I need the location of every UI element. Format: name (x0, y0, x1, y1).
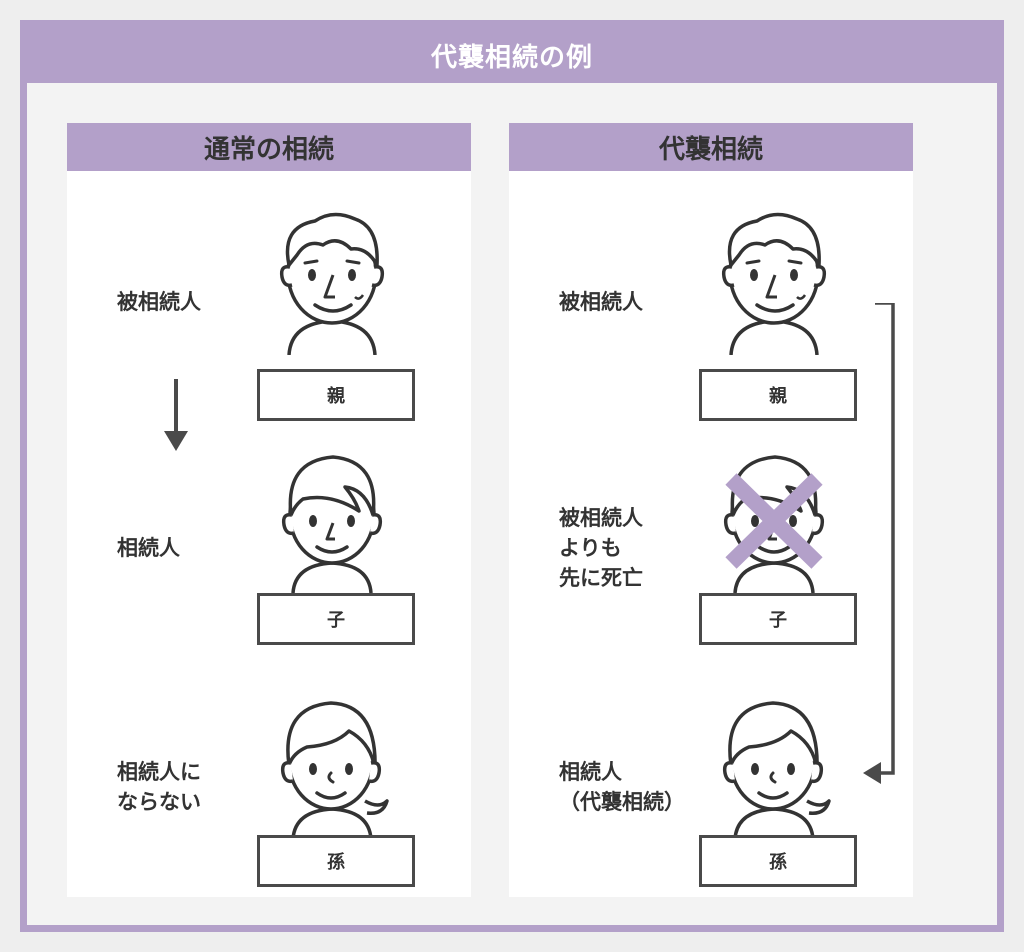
child-face-icon (267, 443, 397, 593)
role-label-heir: 相続人 (117, 536, 180, 560)
child-face-icon (709, 443, 839, 593)
role-line: 被相続人 (559, 506, 643, 530)
down-arrow-icon (164, 379, 188, 451)
role-label-decedent: 被相続人 (117, 290, 201, 314)
role-line: （代襲相続） (559, 790, 685, 814)
role-line: 相続人 (559, 760, 622, 784)
panel-normal-header: 通常の相続 (67, 123, 471, 171)
person-box-child: 子 (699, 593, 857, 645)
parent-face-icon (267, 205, 397, 355)
role-line: ならない (117, 790, 201, 814)
bracket-arrow-icon (863, 303, 895, 784)
role-label-decedent: 被相続人 (559, 290, 643, 314)
role-label-not-heir: 相続人に ならない (117, 757, 201, 817)
diagram-frame: 代襲相続の例 通常の相続 被相続人 親 相続人 (20, 20, 1004, 932)
role-line: よりも (559, 536, 622, 560)
role-line: 先に死亡 (559, 566, 643, 590)
cross-mark-icon (725, 473, 823, 569)
role-line: 相続人に (117, 760, 201, 784)
role-label-predeceased: 被相続人 よりも 先に死亡 (559, 503, 643, 593)
panel-normal-inheritance: 通常の相続 被相続人 親 相続人 (67, 123, 471, 897)
panel-substitute-header: 代襲相続 (509, 123, 913, 171)
panel-substitute-inheritance: 代襲相続 被相続人 親 被相続人 よりも 先に死亡 (509, 123, 913, 897)
person-box-child: 子 (257, 593, 415, 645)
grandchild-face-icon (267, 689, 397, 839)
person-box-parent: 親 (699, 369, 857, 421)
role-label-substitute-heir: 相続人 （代襲相続） (559, 757, 685, 817)
person-box-grandchild: 孫 (257, 835, 415, 887)
grandchild-face-icon (709, 689, 839, 839)
parent-face-icon (709, 205, 839, 355)
person-box-grandchild: 孫 (699, 835, 857, 887)
diagram-title: 代襲相続の例 (27, 27, 997, 83)
person-box-parent: 親 (257, 369, 415, 421)
